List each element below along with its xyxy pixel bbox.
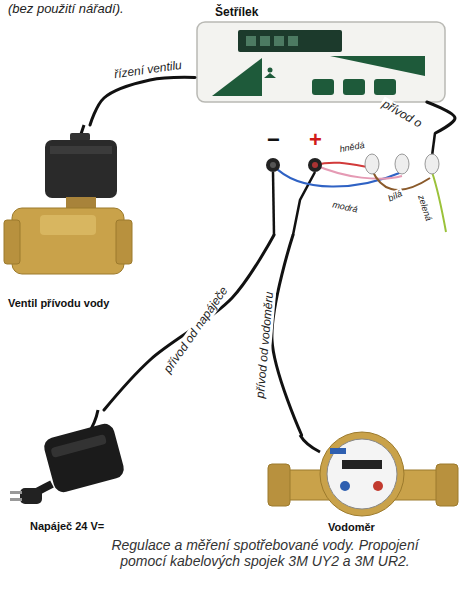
article-text: (bez použití nářadí). bbox=[8, 1, 124, 16]
wire-color-label: modrá bbox=[331, 199, 360, 215]
cable bbox=[427, 102, 455, 133]
controller-box: Šetřílek bbox=[195, 4, 447, 102]
meter-illustration bbox=[268, 432, 458, 516]
cable bbox=[104, 235, 274, 410]
cable-label: přívod od napáječe bbox=[160, 283, 231, 377]
adapter-illustration bbox=[10, 410, 126, 504]
node-label: Napáječ 24 V= bbox=[30, 520, 104, 532]
junction-illustration bbox=[266, 133, 446, 235]
wire-color-label: hnědá bbox=[338, 140, 366, 155]
node-label: Šetřílek bbox=[215, 5, 258, 19]
valve-illustration bbox=[4, 125, 132, 274]
adapter-box: Napáječ 24 V= bbox=[20, 410, 160, 535]
wire-color-label: bílá bbox=[385, 188, 404, 204]
wire-color-label: zelená bbox=[416, 193, 434, 223]
node-label: + bbox=[309, 127, 322, 153]
valve-box: Ventil přívodu vody bbox=[0, 125, 150, 315]
meter-box: Vodoměr bbox=[262, 435, 460, 535]
node-label: Ventil přívodu vody bbox=[8, 297, 109, 309]
figure-caption: Regulace a měření spotřebované vody. Pro… bbox=[95, 537, 435, 569]
controller-device bbox=[197, 22, 445, 102]
cable bbox=[90, 77, 195, 125]
node-label: Vodoměr bbox=[328, 521, 375, 533]
cable bbox=[272, 235, 302, 435]
node-label: − bbox=[267, 127, 280, 153]
